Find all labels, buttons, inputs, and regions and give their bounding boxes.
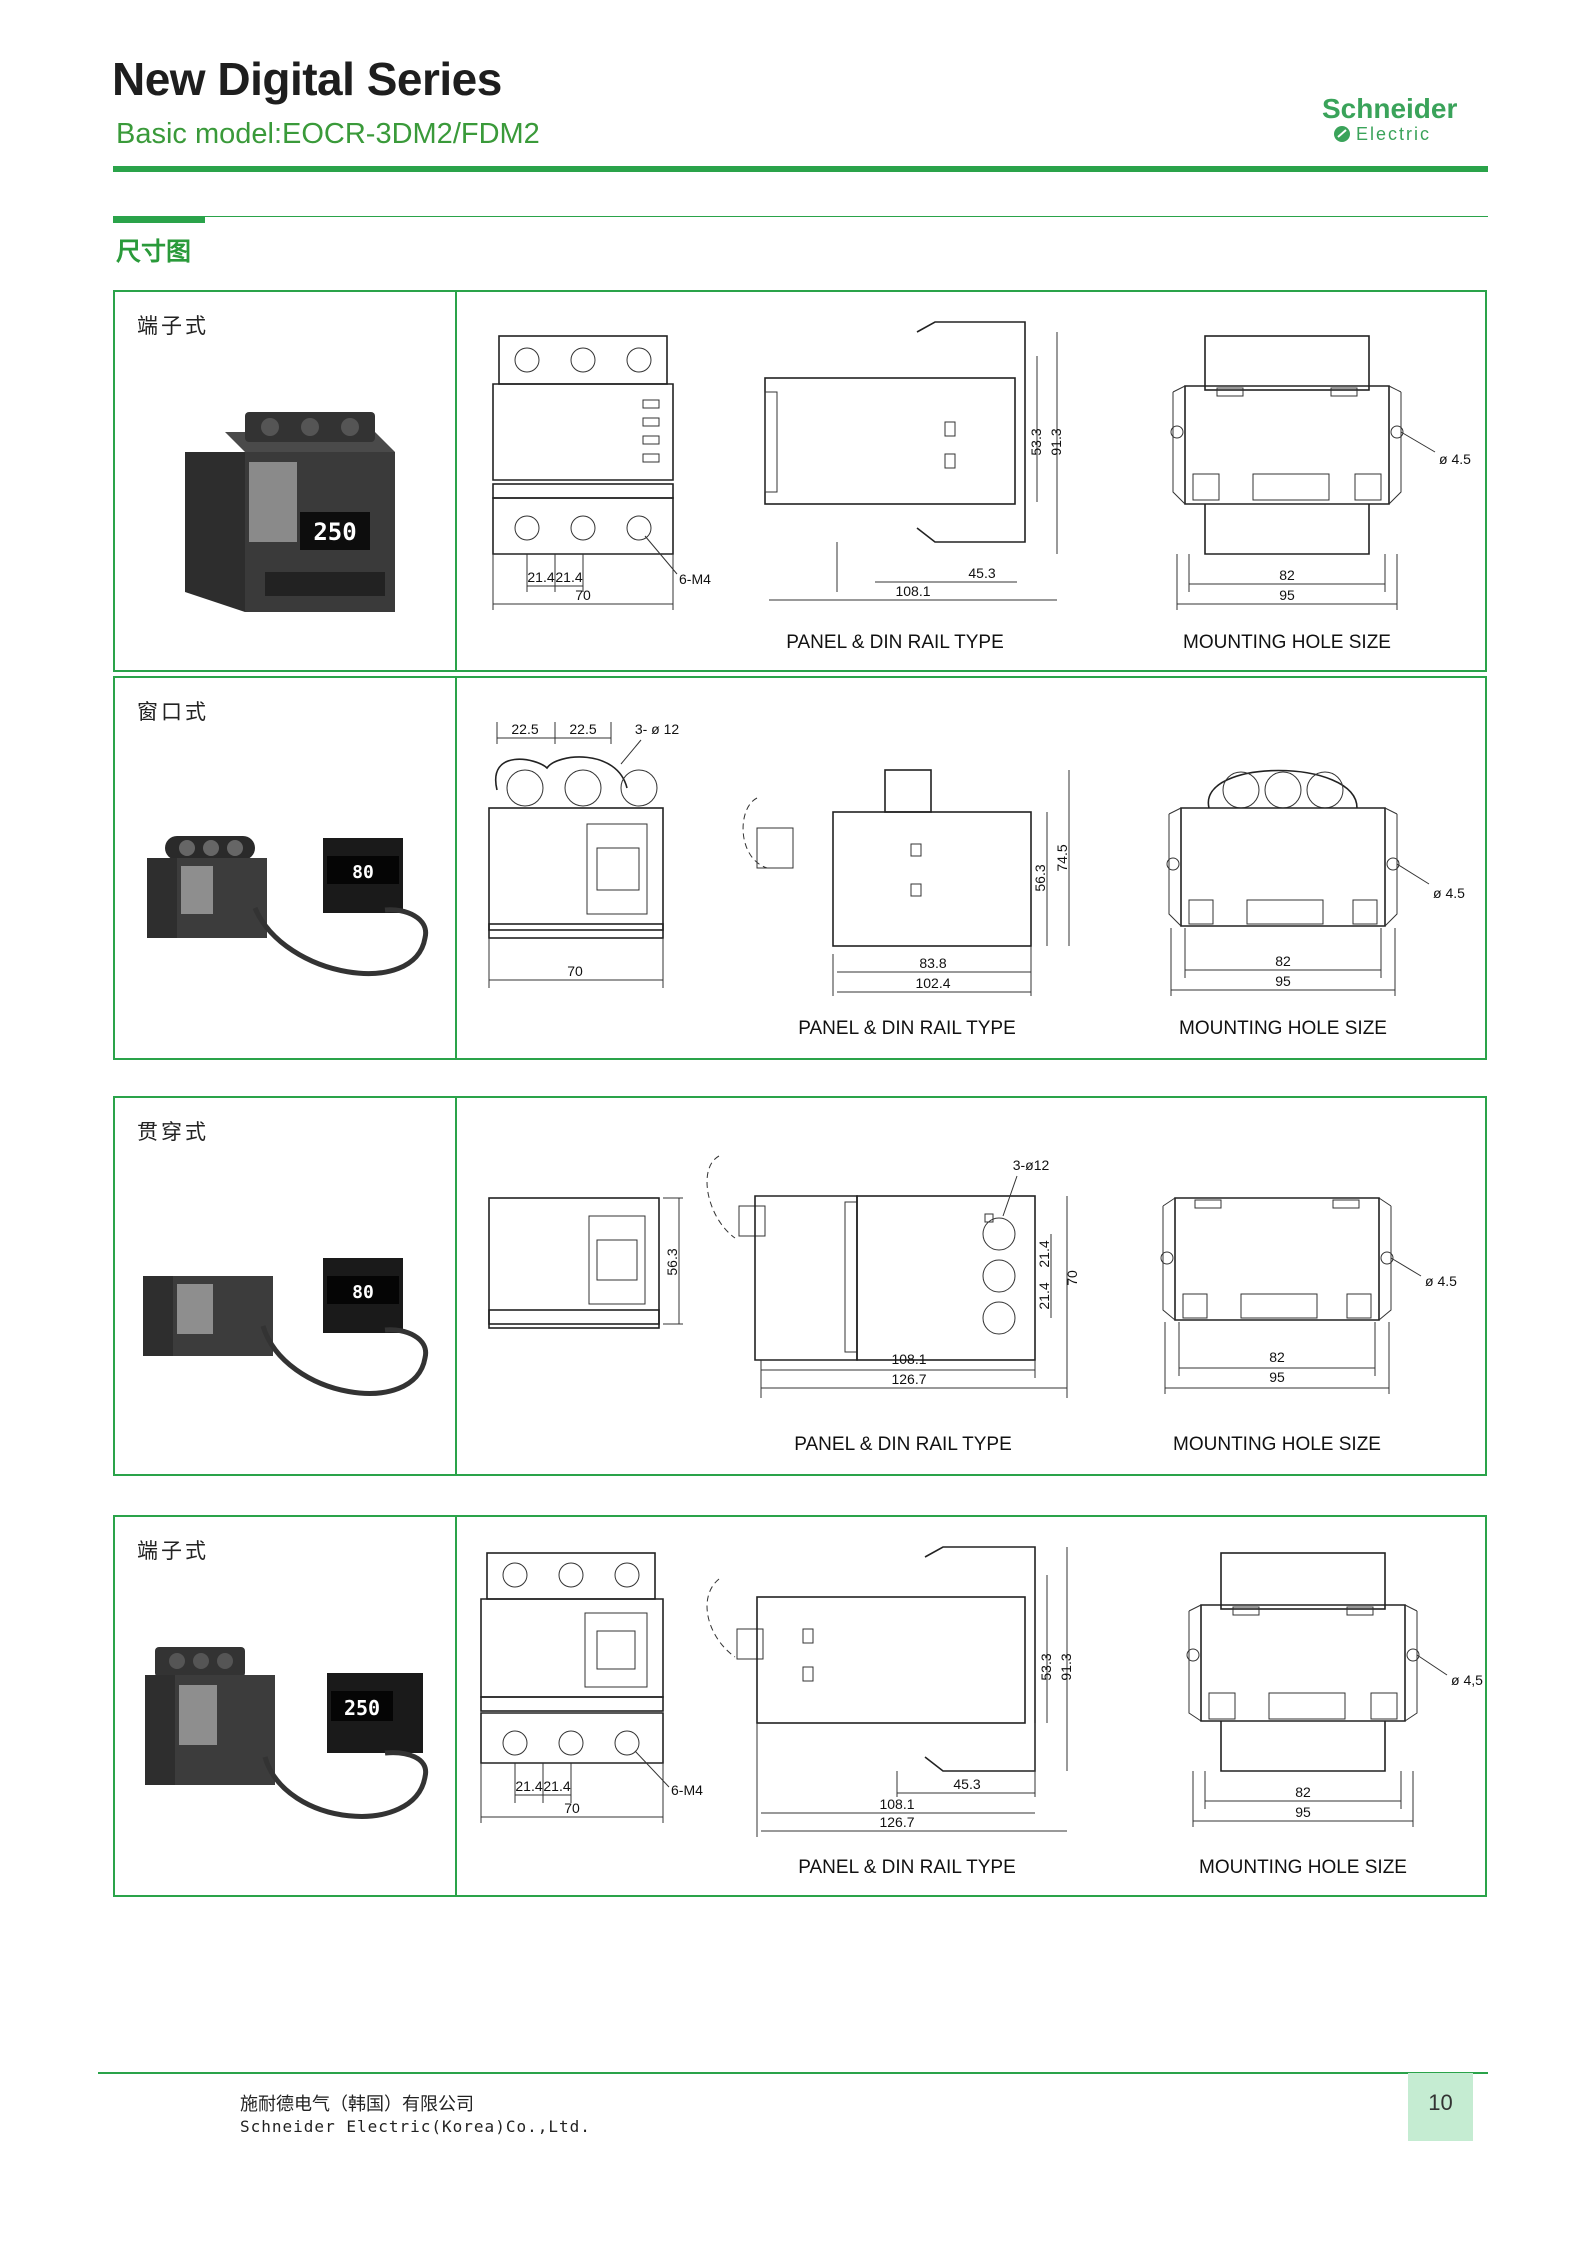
side-dim-1: 21.4 <box>1036 1240 1052 1267</box>
display-value: 80 <box>352 1282 374 1303</box>
side-width: 108.1 <box>895 583 930 599</box>
side-dim-1: 83.8 <box>919 955 946 971</box>
side-height-1: 53.3 <box>1028 428 1044 455</box>
front-screw: 6-M4 <box>679 571 711 587</box>
caption-panel-din: PANEL & DIN RAIL TYPE <box>798 1857 1016 1878</box>
caption-panel-din: PANEL & DIN RAIL TYPE <box>786 632 1004 653</box>
display-value: 250 <box>344 1696 380 1720</box>
front-holes: 3- ø 12 <box>635 721 680 737</box>
row-divider <box>455 678 457 1058</box>
front-view: 21.4 21.4 70 6-M4 <box>480 1552 703 1823</box>
side-width: 102.4 <box>915 975 950 991</box>
mount-hole-size: ø 4.5 <box>1425 1273 1457 1289</box>
side-view: 45.3 108.1 126.7 53.3 91.3 <box>706 1546 1074 1837</box>
front-dim-1: 21.4 <box>527 569 554 585</box>
product-photo: 250 <box>185 412 395 612</box>
caption-panel-din: PANEL & DIN RAIL TYPE <box>794 1434 1012 1455</box>
page-subtitle: Basic model:EOCR-3DM2/FDM2 <box>116 118 540 150</box>
side-holes: 3-ø12 <box>1013 1157 1050 1173</box>
section-title: 尺寸图 <box>116 238 192 266</box>
side-dim-1: 45.3 <box>953 1776 980 1792</box>
side-view: 83.8 102.4 56.3 74.5 <box>742 769 1070 996</box>
side-height-1: 53.3 <box>1038 1653 1054 1680</box>
mounting-view: ø 4.5 82 95 <box>1166 769 1465 996</box>
caption-mounting-hole: MOUNTING HOLE SIZE <box>1179 1018 1387 1039</box>
side-dim-1: 45.3 <box>968 565 995 581</box>
side-view: 3-ø12 21.4 21.4 70 108.1 126.7 <box>706 1155 1080 1398</box>
front-width: 70 <box>575 587 591 603</box>
header-rule <box>113 166 1488 172</box>
row-type-label: 端子式 <box>137 1540 209 1563</box>
side-height-1: 56.3 <box>1032 864 1048 891</box>
front-dim-2: 21.4 <box>543 1778 570 1794</box>
row-divider <box>455 1098 457 1474</box>
mounting-view: ø 4.5 82 95 <box>1170 335 1471 610</box>
display-value: 250 <box>313 518 356 546</box>
product-photo: 250 <box>145 1647 429 1819</box>
side-height-2: 91.3 <box>1058 1653 1074 1680</box>
row-divider <box>455 292 457 670</box>
mount-outer: 95 <box>1269 1369 1285 1385</box>
brand-sub: Electric <box>1356 124 1431 144</box>
row-type-label: 端子式 <box>137 315 209 338</box>
brand-mark-icon <box>1334 126 1350 142</box>
page-number-box <box>1408 2073 1473 2141</box>
product-photo: 80 <box>143 1258 429 1396</box>
front-dim-2: 22.5 <box>569 721 596 737</box>
caption-mounting-hole: MOUNTING HOLE SIZE <box>1199 1857 1407 1878</box>
side-width-2: 126.7 <box>891 1371 926 1387</box>
dimension-row-2: 窗口式 80 22.5 22.5 3- ø 12 70 <box>113 676 1487 1060</box>
page-title: New Digital Series <box>112 53 502 105</box>
side-height: 70 <box>1064 1270 1080 1286</box>
side-width-1: 108.1 <box>879 1796 914 1812</box>
row-type-label: 窗口式 <box>137 701 209 724</box>
dimension-row-4: 端子式 250 21.4 21.4 70 6-M4 <box>113 1515 1487 1897</box>
mount-outer: 95 <box>1275 973 1291 989</box>
mount-inner: 82 <box>1269 1349 1285 1365</box>
mount-outer: 95 <box>1295 1804 1311 1820</box>
row-divider <box>455 1517 457 1895</box>
caption-panel-din: PANEL & DIN RAIL TYPE <box>798 1018 1016 1039</box>
front-view: 21.4 21.4 70 6-M4 <box>492 335 711 610</box>
mounting-view: ø 4.5 82 95 <box>1160 1197 1457 1394</box>
brand-name: Schneider <box>1322 93 1457 124</box>
side-height-2: 91.3 <box>1048 428 1064 455</box>
mount-hole-size: ø 4.5 <box>1439 451 1471 467</box>
mounting-view: ø 4,5 82 95 <box>1186 1552 1483 1827</box>
side-height-2: 74.5 <box>1054 844 1070 871</box>
front-width: 70 <box>564 1800 580 1816</box>
schneider-logo: Schneider Electric <box>1318 90 1488 150</box>
front-screw: 6-M4 <box>671 1782 703 1798</box>
page-number: 10 <box>1428 2090 1453 2115</box>
front-height: 56.3 <box>664 1248 680 1275</box>
mount-inner: 82 <box>1295 1784 1311 1800</box>
footer-company-en: Schneider Electric(Korea)Co.,Ltd. <box>240 2117 591 2136</box>
section-rule-tab <box>113 216 205 223</box>
front-width: 70 <box>567 963 583 979</box>
product-photo: 80 <box>147 836 429 977</box>
front-dim-1: 21.4 <box>515 1778 542 1794</box>
side-view: 45.3 108.1 53.3 91.3 <box>764 321 1064 601</box>
mount-inner: 82 <box>1279 567 1295 583</box>
caption-mounting-hole: MOUNTING HOLE SIZE <box>1173 1434 1381 1455</box>
display-value: 80 <box>352 862 374 883</box>
mount-outer: 95 <box>1279 587 1295 603</box>
caption-mounting-hole: MOUNTING HOLE SIZE <box>1183 632 1391 653</box>
mount-inner: 82 <box>1275 953 1291 969</box>
side-dim-2: 21.4 <box>1036 1282 1052 1309</box>
front-view: 22.5 22.5 3- ø 12 70 <box>488 721 680 988</box>
dimension-row-1: 端子式 250 21.4 21.4 70 6-M4 <box>113 290 1487 672</box>
side-width-1: 108.1 <box>891 1351 926 1367</box>
row-type-label: 贯穿式 <box>137 1121 209 1144</box>
front-dim-2: 21.4 <box>555 569 582 585</box>
section-rule <box>113 216 1488 217</box>
side-width-2: 126.7 <box>879 1814 914 1830</box>
front-view: 56.3 <box>488 1197 683 1329</box>
footer-company-cn: 施耐德电气（韩国）有限公司 <box>240 2094 474 2114</box>
mount-hole-size: ø 4.5 <box>1433 885 1465 901</box>
footer-rule <box>98 2072 1488 2074</box>
front-dim-1: 22.5 <box>511 721 538 737</box>
mount-hole-size: ø 4,5 <box>1451 1672 1483 1688</box>
dimension-row-3: 贯穿式 80 56.3 3-ø12 21.4 21.4 <box>113 1096 1487 1476</box>
